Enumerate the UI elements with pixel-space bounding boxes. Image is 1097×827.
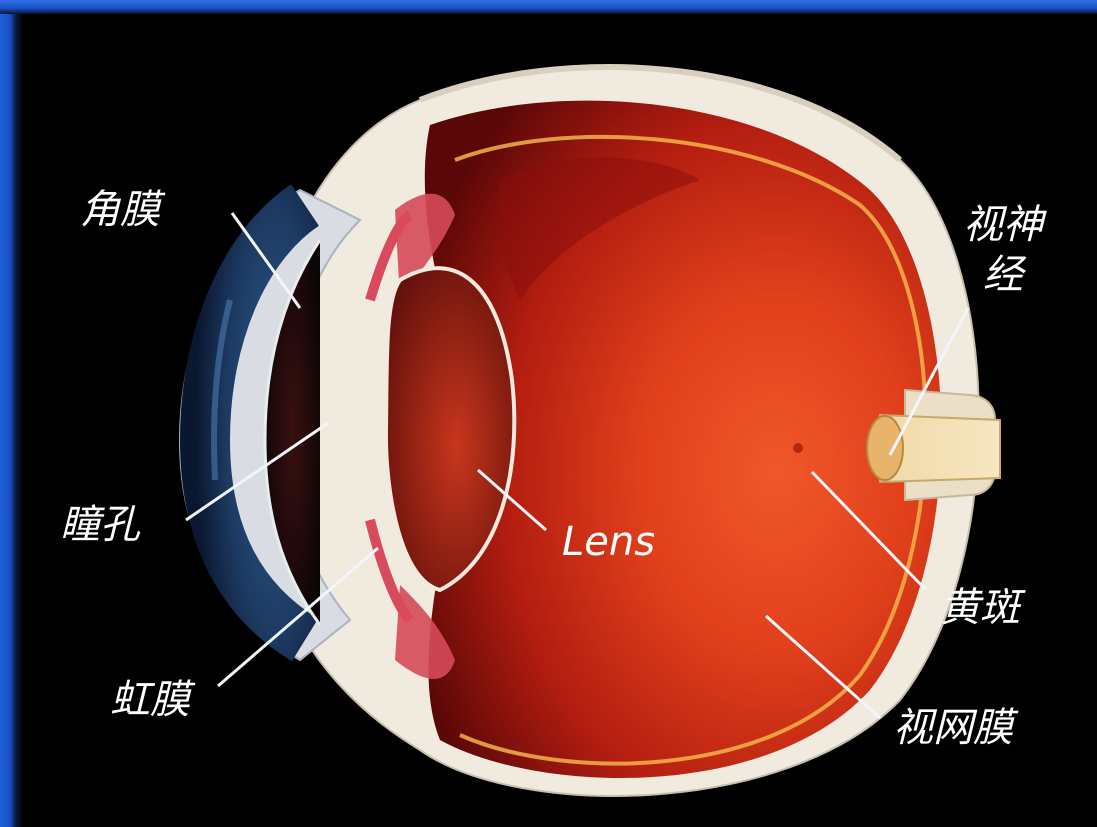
label-iris: 虹膜 xyxy=(110,680,190,720)
label-cornea: 角膜 xyxy=(80,190,160,230)
macula-spot xyxy=(793,443,803,453)
label-optic-nerve-line2: 经 xyxy=(983,252,1023,298)
label-optic-nerve: 视神 经 xyxy=(960,200,1046,300)
label-retina: 视网膜 xyxy=(893,708,1013,748)
label-macula: 黄斑 xyxy=(940,588,1020,628)
label-pupil: 瞳孔 xyxy=(60,505,140,545)
label-optic-nerve-line1: 视神 xyxy=(963,202,1043,248)
label-lens: Lens xyxy=(562,522,655,562)
